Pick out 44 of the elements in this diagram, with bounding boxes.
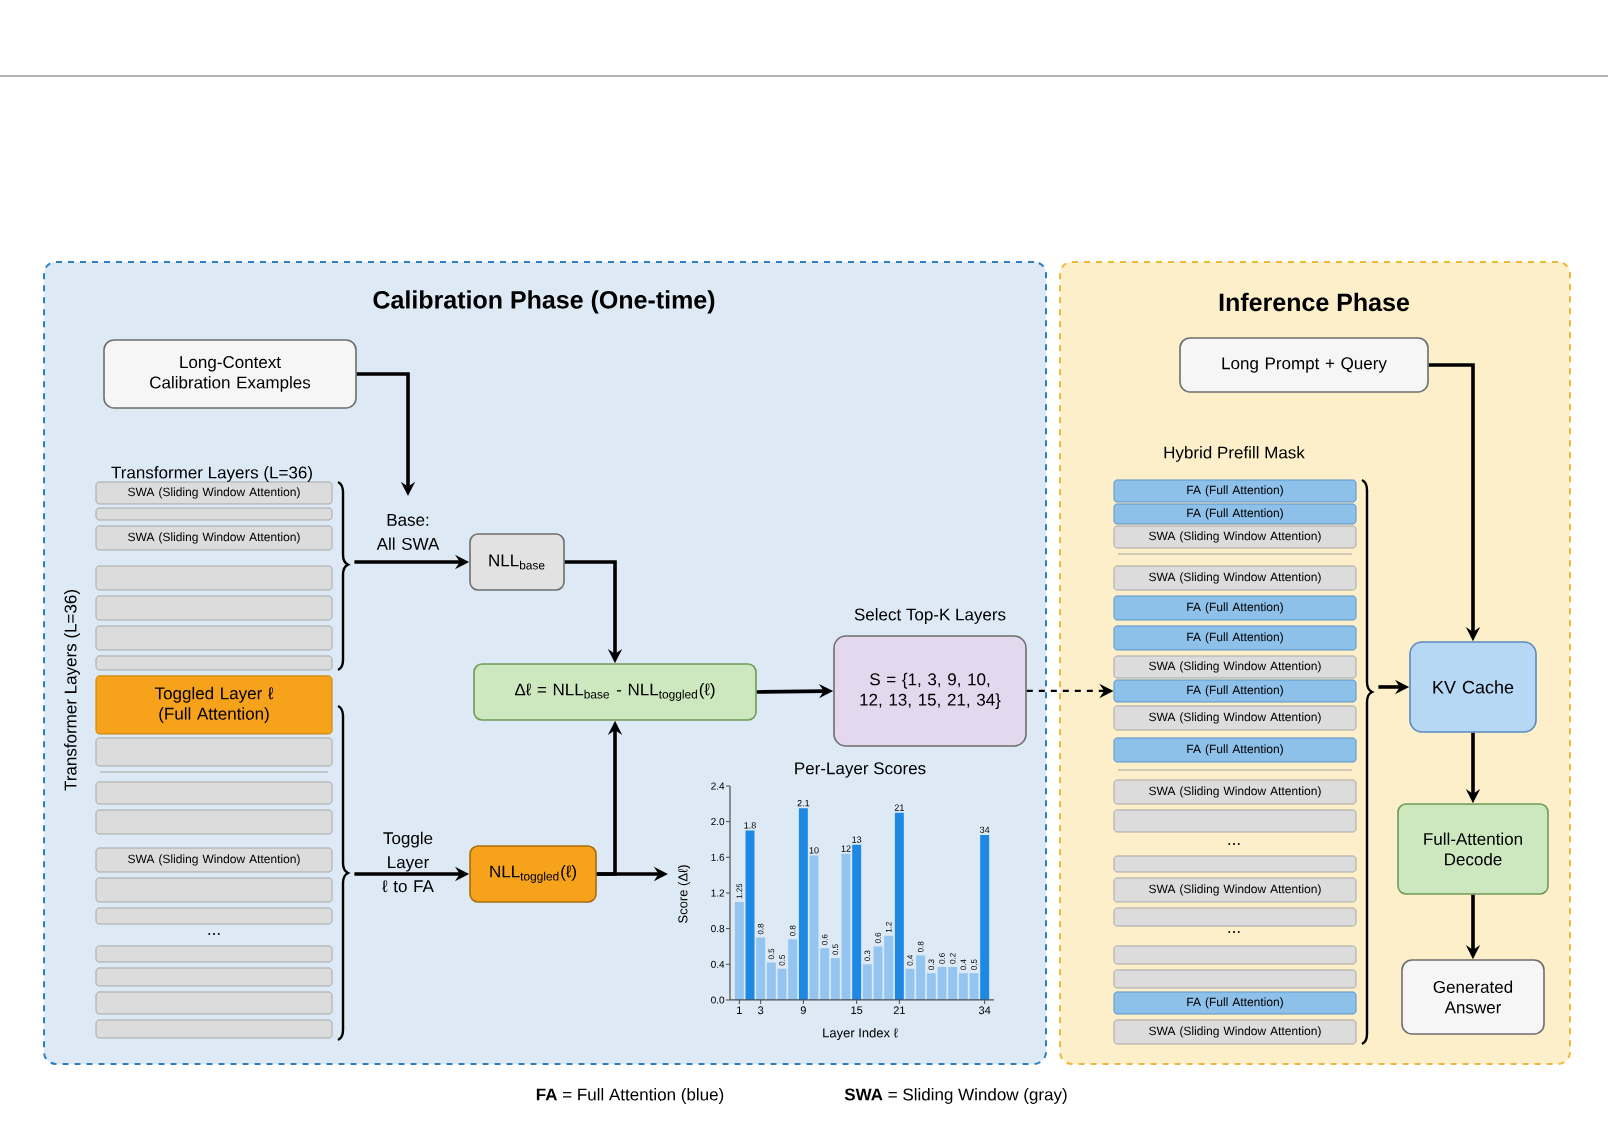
layer-bar [95,991,333,1015]
layer-bar [95,1019,333,1039]
layer-bar [95,907,333,925]
layer-bar [1113,809,1357,833]
box-caption: Select Top-K Layers [854,608,1006,624]
layer-bar [95,781,333,805]
result-box: NLL$_{toggled}$(ℓ) [469,845,597,903]
edge-label: Base: All SWA [376,514,440,550]
layer-bar [95,945,333,963]
formula-box: Full-Attention Decode [1397,803,1549,895]
axis-label: Transformer Layers (L=36) [64,590,80,791]
stack-heading: Transformer Layers (L=36) [111,466,312,482]
layer-bar [95,565,333,591]
layer-bar [95,737,333,767]
key-text: FA = Full Attention (blue) [536,1088,724,1104]
stack-heading: Hybrid Prefill Mask [1164,446,1305,462]
layer-bar [95,655,333,671]
input-box: Long Prompt + Query [1179,337,1429,393]
layer-bar [95,809,333,835]
layer-bar: Toggled Layer ℓ (Full Attention) [95,675,333,735]
layer-bar [95,507,333,521]
brace [1361,479,1374,1045]
chart-title: Per-Layer Scores [795,762,926,778]
layer-bar [95,595,333,621]
brace [337,705,350,1041]
ellipsis: ... [1228,931,1240,933]
layer-bar [1113,907,1357,927]
brace [337,481,350,671]
layer-bar [95,877,333,903]
input-box: Generated Answer [1401,959,1545,1035]
ellipsis: ... [1228,843,1240,845]
result-box: NLL$_{base}$ [469,533,565,591]
layer-bar [1113,945,1357,965]
key-text: SWA = Sliding Window (gray) [844,1088,1067,1104]
set-box: S = {1, 3, 9, 10, 12, 13, 15, 21, 34} [833,635,1027,747]
cache-box: KV Cache [1409,641,1537,733]
layer-bar [1113,855,1357,873]
layer-bar [1113,969,1357,989]
layer-bar [95,625,333,651]
input-box: Long-Context Calibration Examples [103,339,357,409]
formula-box: Δℓ = NLL$_{base}$ - NLL$_{toggled}$(ℓ) [473,663,757,721]
ellipsis: ... [208,933,220,935]
edge-label: Toggle Layer ℓ to FA [382,831,434,893]
layer-bar [95,967,333,987]
